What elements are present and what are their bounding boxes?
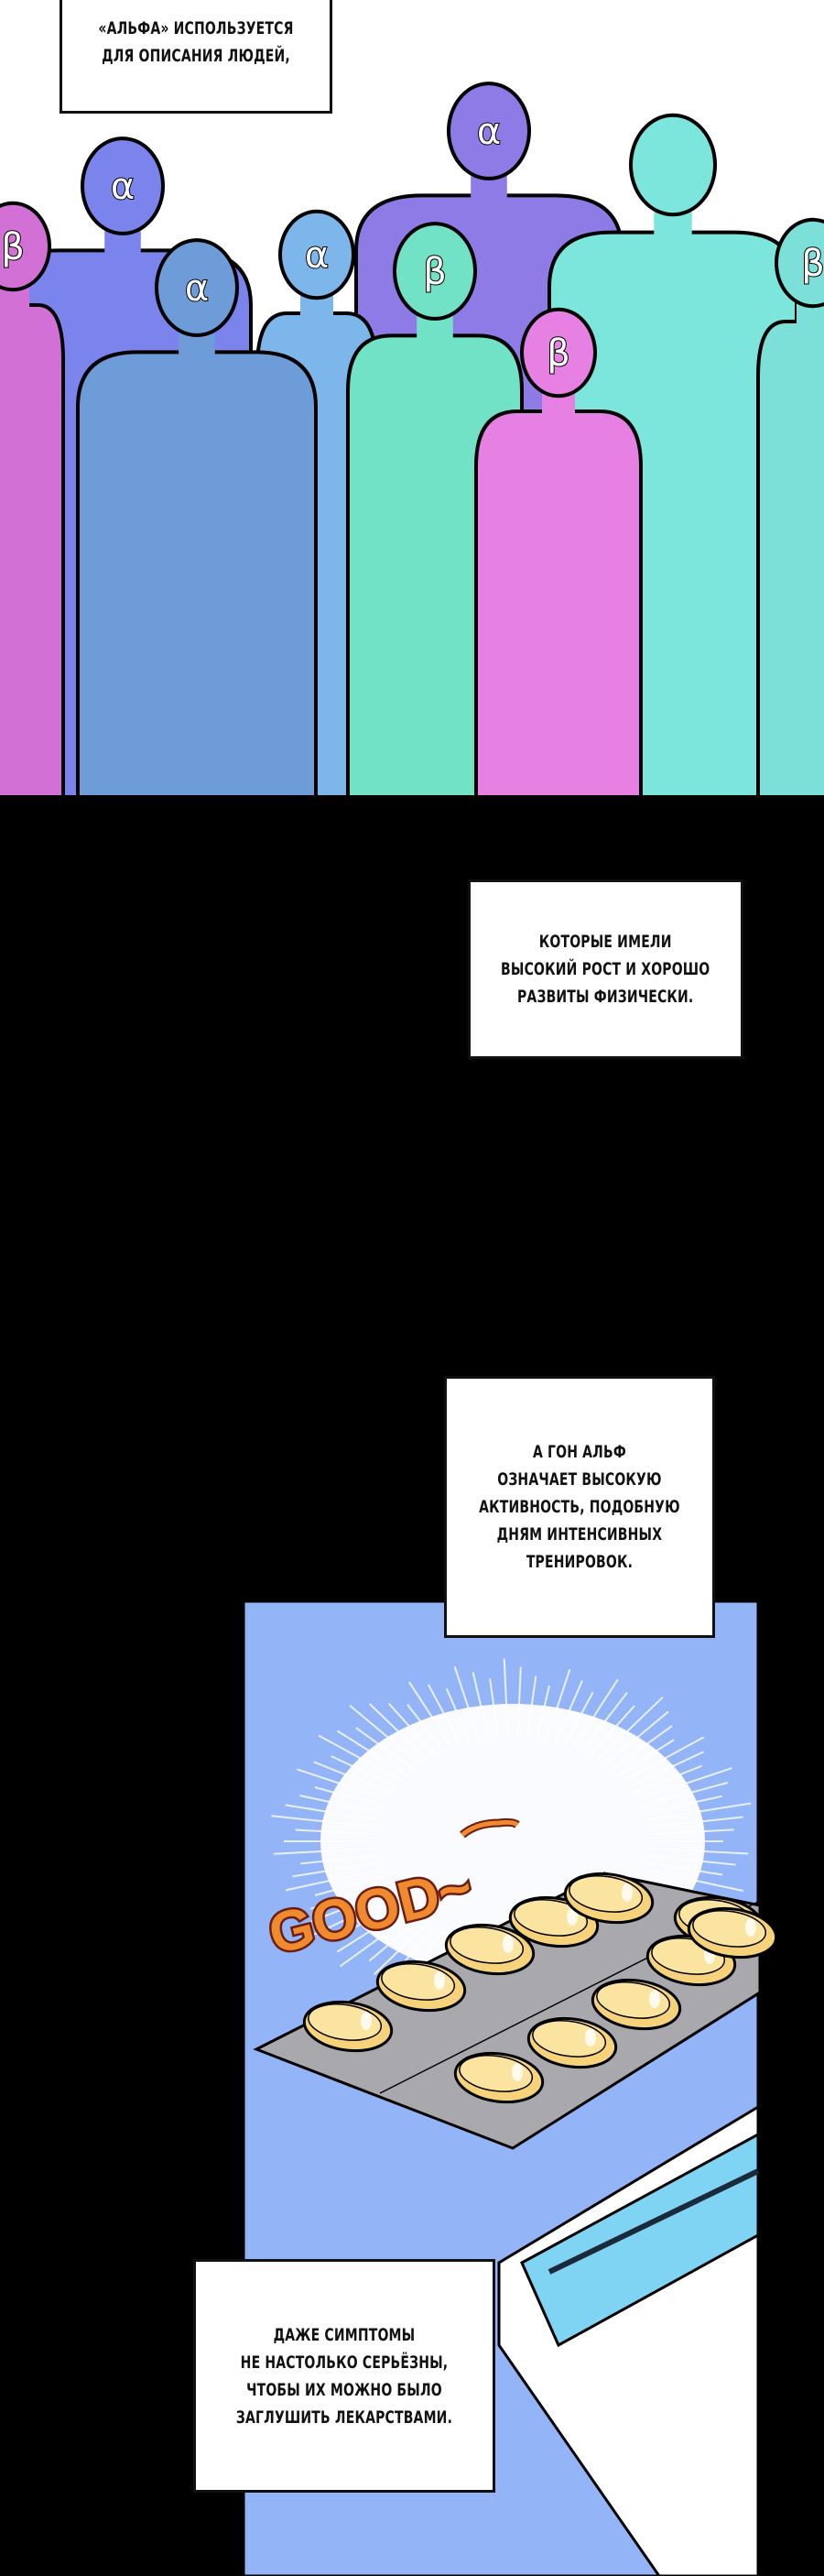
pill-blister-pack <box>253 1872 778 2150</box>
greek-letter-label: β <box>801 243 824 285</box>
pill <box>444 1923 536 1976</box>
caption-line: ДНЯМ ИНТЕНСИВНЫХ <box>496 1524 663 1545</box>
caption-line: А ГОН АЛЬФ <box>533 1442 626 1462</box>
caption-line: ЧТОБЫ ИХ МОЖНО БЫЛО <box>246 2379 442 2400</box>
caption-box-4: ДАЖЕ СИМПТОМЫ НЕ НАСТОЛЬКО СЕРЬЁЗНЫ, ЧТОБЫ… <box>193 2259 495 2493</box>
silhouette-person: β <box>0 201 65 799</box>
silhouette-person: β <box>756 217 824 799</box>
pill <box>591 1978 682 2031</box>
pill <box>375 1959 467 2013</box>
caption-line: НЕ НАСТОЛЬКО СЕРЬЁЗНЫ, <box>240 2352 449 2373</box>
greek-letter-label: β <box>547 333 570 375</box>
caption-box-1: «АЛЬФА» ИСПОЛЬЗУЕТСЯ ДЛЯ ОПИСАНИЯ ЛЮДЕЙ, <box>60 0 332 114</box>
silhouette-person: α <box>76 238 318 799</box>
caption-line: ДЛЯ ОПИСАНИЯ ЛЮДЕЙ, <box>102 45 290 66</box>
pill <box>526 2016 618 2069</box>
caption-box-2: КОТОРЫЕ ИМЕЛИ ВЫСОКИЙ РОСТ И ХОРОШО РАЗВИТ… <box>468 879 743 1059</box>
caption-line: ЗАГЛУШИТЬ ЛЕКАРСТВАМИ. <box>235 2407 453 2428</box>
caption-line: ДАЖЕ СИМПТОМЫ <box>273 2324 416 2345</box>
pill <box>563 1872 655 1925</box>
caption-line: ТРЕНИРОВОК. <box>526 1552 634 1572</box>
caption-line: ОЗНАЧАЕТ ВЫСОКУЮ <box>497 1469 662 1490</box>
pill <box>508 1895 600 1948</box>
silhouette-person: β <box>474 307 643 799</box>
pill <box>687 1906 778 1959</box>
caption-line: ВЫСОКИЙ РОСТ И ХОРОШО <box>501 959 710 979</box>
caption-line: РАЗВИТЫ ФИЗИЧЕСКИ. <box>517 987 694 1007</box>
greek-letter-label: β <box>1 226 25 268</box>
caption-line: КОТОРЫЕ ИМЕЛИ <box>539 932 672 952</box>
caption-line: АКТИВНОСТЬ, ПОДОБНУЮ <box>479 1497 680 1517</box>
pill <box>302 2000 394 2053</box>
greek-letter-label: α <box>305 235 329 277</box>
caption-line: «АЛЬФА» ИСПОЛЬЗУЕТСЯ <box>98 17 294 38</box>
greek-letter-label: β <box>423 251 447 293</box>
pill <box>453 2051 545 2104</box>
glass-table-edge <box>497 2104 760 2576</box>
caption-box-3: А ГОН АЛЬФ ОЗНАЧАЕТ ВЫСОКУЮ АКТИВНОСТЬ, ПО… <box>444 1376 715 1638</box>
greek-letter-label: α <box>185 267 209 310</box>
greek-letter-label: α <box>477 111 501 153</box>
greek-letter-label: α <box>111 166 135 208</box>
crowd-silhouettes: α β α β α β α β <box>0 82 824 799</box>
